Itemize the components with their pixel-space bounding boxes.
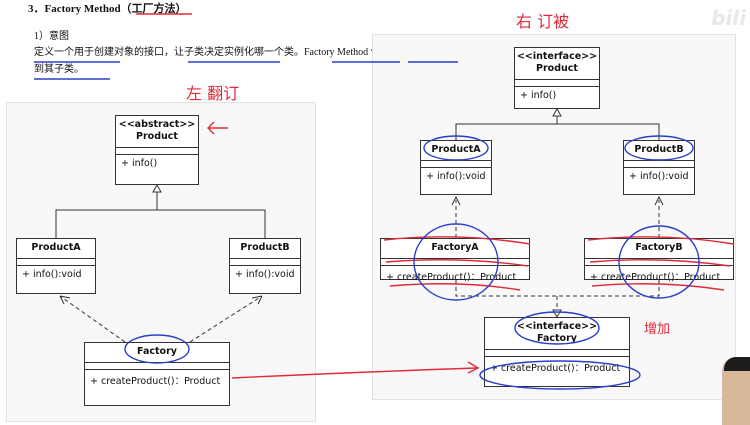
right-factory-interface: <<interface>>Factory + createProduct()：P… — [484, 317, 630, 387]
left-product-op: + info() — [121, 158, 158, 169]
handwritten-add-label: 增加 — [644, 322, 671, 337]
right-productb-class: ProductB + info():void — [623, 140, 695, 195]
right-factoryb-name: FactoryB — [585, 239, 733, 259]
right-factory-name: Factory — [537, 333, 577, 344]
left-inherit-line — [55, 192, 266, 238]
left-dep-b-head — [251, 295, 263, 305]
right-factorya-op: + createProduct()：Product — [386, 272, 517, 283]
right-product-name: Product — [536, 63, 578, 74]
blue-circle-productb — [624, 135, 694, 161]
blue-circle-factorya — [413, 223, 499, 301]
handwritten-right-label: 右 订被 — [516, 12, 570, 31]
right-dep-a-head — [451, 195, 461, 206]
red-transform-arrow — [231, 367, 477, 379]
left-producta-op: + info():void — [22, 269, 82, 280]
presenter-avatar — [722, 357, 750, 425]
right-product-interface: <<interface>>Product + info() — [514, 47, 600, 109]
blue-circle-factoryb — [618, 225, 700, 299]
handwritten-left-label: 左 翻订 — [186, 84, 240, 103]
red-pointer-arrow — [207, 121, 228, 135]
left-productb-class: ProductB + info():void — [229, 238, 301, 294]
red-transform-arrowhead — [467, 361, 480, 374]
left-product-name: Product — [136, 131, 178, 142]
right-inherit-line — [455, 116, 660, 140]
left-product-stereotype: <<abstract>> — [118, 119, 196, 130]
section-heading: 3．Factory Method（工厂方法） — [28, 0, 187, 16]
blue-circle-producta — [423, 135, 489, 161]
right-factoryb-class: FactoryB + createProduct()：Product — [584, 238, 734, 283]
right-producta-op: + info():void — [426, 171, 486, 182]
left-product-class: <<abstract>>Product + info() — [115, 115, 199, 185]
right-inherit-arrow — [552, 107, 562, 117]
right-factory-stereotype: <<interface>> — [516, 321, 598, 332]
left-productb-op: + info():void — [235, 269, 295, 280]
red-scribble-factoryb — [587, 236, 735, 291]
right-factorya-class: FactoryA + createProduct()：Product — [380, 238, 530, 283]
left-productb-name: ProductB — [230, 239, 300, 259]
left-dep-a — [59, 295, 126, 343]
blue-circle-factory — [124, 334, 190, 364]
blue-circle-factory-interface — [514, 311, 600, 345]
left-dep-b — [189, 295, 263, 343]
section-number: 3． — [28, 3, 45, 15]
left-producta-name: ProductA — [17, 239, 95, 259]
right-dep-b-head — [654, 195, 664, 206]
red-scribble-factorya — [383, 236, 531, 291]
intent-subheading: 1）意图 — [34, 31, 69, 42]
right-product-op: + info() — [520, 90, 557, 101]
right-product-stereotype: <<interface>> — [516, 51, 598, 62]
section-title: Factory Method（工厂方法） — [44, 3, 187, 15]
right-realize-line — [455, 280, 660, 310]
right-realize-arrow — [552, 309, 562, 319]
left-factory-op: + createProduct()：Product — [90, 376, 221, 387]
right-producta-class: ProductA + info():void — [420, 140, 492, 195]
left-producta-class: ProductA + info():void — [16, 238, 96, 294]
left-inherit-arrow — [152, 183, 162, 193]
right-productb-op: + info():void — [629, 171, 689, 182]
intent-description: 定义一个用于创建对象的接口，让子类决定实例化哪一个类。Factory Metho… — [34, 47, 471, 75]
right-factory-op: + createProduct()：Product — [490, 363, 621, 374]
left-dep-a-head — [59, 295, 71, 305]
blue-circle-create-product — [479, 360, 641, 390]
right-factorya-name: FactoryA — [381, 239, 529, 259]
right-factoryb-op: + createProduct()：Product — [590, 272, 721, 283]
bilibili-watermark: bili — [711, 6, 746, 30]
